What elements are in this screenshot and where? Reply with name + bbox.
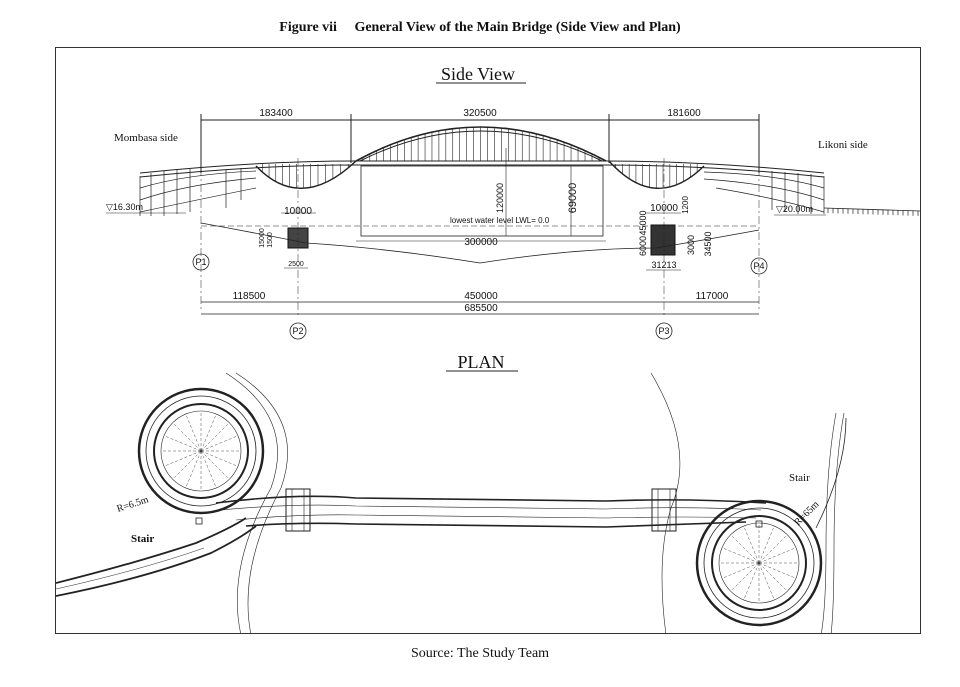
right-pier-depth-b: 34500: [703, 231, 713, 256]
right-pier-vertical-a: 6000: [638, 236, 648, 256]
left-approach-ramp: [56, 517, 247, 584]
navigation-width-label: 300000: [464, 237, 498, 248]
right-ramp: [703, 171, 920, 216]
left-stair-label: Stair: [131, 533, 154, 545]
arch-hangers: [362, 127, 600, 161]
drawing-frame: Side View 183400 320500 181600 Mombasa s…: [55, 47, 921, 634]
right-level-label: ▽20.00m: [776, 204, 813, 214]
engineering-drawing: Side View 183400 320500 181600 Mombasa s…: [56, 64, 920, 633]
main-arch: [355, 126, 607, 162]
source-caption: Source: The Study Team: [410, 646, 550, 661]
left-spiral-ramp: [137, 387, 265, 515]
right-pier-vertical-b: 45000: [638, 210, 648, 235]
left-level-label: ▽16.30m: [106, 202, 143, 212]
left-pier-vertical-a: 15000: [259, 228, 266, 248]
clearance-envelope: [360, 165, 604, 237]
pier-label-p4: P4: [753, 261, 764, 271]
plan-heading: PLAN: [457, 352, 504, 372]
top-dimension-left: 183400: [259, 108, 293, 119]
right-stair-marker: [755, 520, 763, 528]
mombasa-side-label: Mombasa side: [114, 132, 178, 144]
top-dimension-right: 181600: [667, 108, 701, 119]
bridge-deck: [139, 160, 825, 174]
plan-pier-p3: [651, 488, 677, 532]
pier-p3: 10000 1200 6000 45000 3000 34500 31213: [638, 196, 713, 271]
arch-rise-label: 120000: [495, 183, 505, 213]
clearance-label: 69000: [567, 183, 579, 214]
left-ramp: [139, 168, 257, 216]
pier-label-p3: P3: [658, 326, 669, 336]
plan-pier-p2: [285, 488, 311, 532]
plan-view: PLAN: [56, 352, 847, 633]
side-hangers: [262, 164, 698, 189]
pier-label-p2: P2: [292, 326, 303, 336]
right-pier-depth-a: 3000: [686, 235, 696, 255]
left-pier-vertical-b: 1500: [267, 232, 274, 248]
side-view-heading: Side View: [441, 64, 515, 84]
total-length-label: 685500: [464, 303, 498, 314]
plan-deck: [215, 495, 767, 528]
right-stair-label: Stair: [789, 472, 810, 484]
pier-p2: 10000 15000 1500 2500: [259, 206, 316, 269]
right-pier-small: 1200: [681, 196, 690, 214]
pier-label-p1: P1: [195, 257, 206, 267]
figure-title: Figure vii General View of the Main Brid…: [0, 20, 960, 36]
figure-title-text: General View of the Main Bridge (Side Vi…: [354, 20, 681, 35]
top-dimension-middle: 320500: [463, 108, 497, 119]
bottom-dimension-left: 118500: [233, 291, 266, 302]
bottom-dimension-middle: 450000: [464, 291, 498, 302]
riverbed: [200, 222, 760, 264]
likoni-side-label: Likoni side: [818, 139, 868, 151]
left-footing-label: 2500: [288, 261, 304, 268]
figure-number: Figure vii: [279, 20, 337, 35]
right-spiral-ramp: [695, 499, 823, 627]
bottom-dimension-right: 117000: [696, 291, 729, 302]
left-radius-label: R=6.5m: [116, 494, 151, 515]
right-approach: [815, 417, 847, 529]
side-view: Side View 183400 320500 181600 Mombasa s…: [106, 64, 920, 340]
left-shoreline: [225, 372, 278, 633]
left-stair-marker: [195, 517, 203, 525]
water-level-label: lowest water level LWL= 0.0: [450, 216, 550, 225]
